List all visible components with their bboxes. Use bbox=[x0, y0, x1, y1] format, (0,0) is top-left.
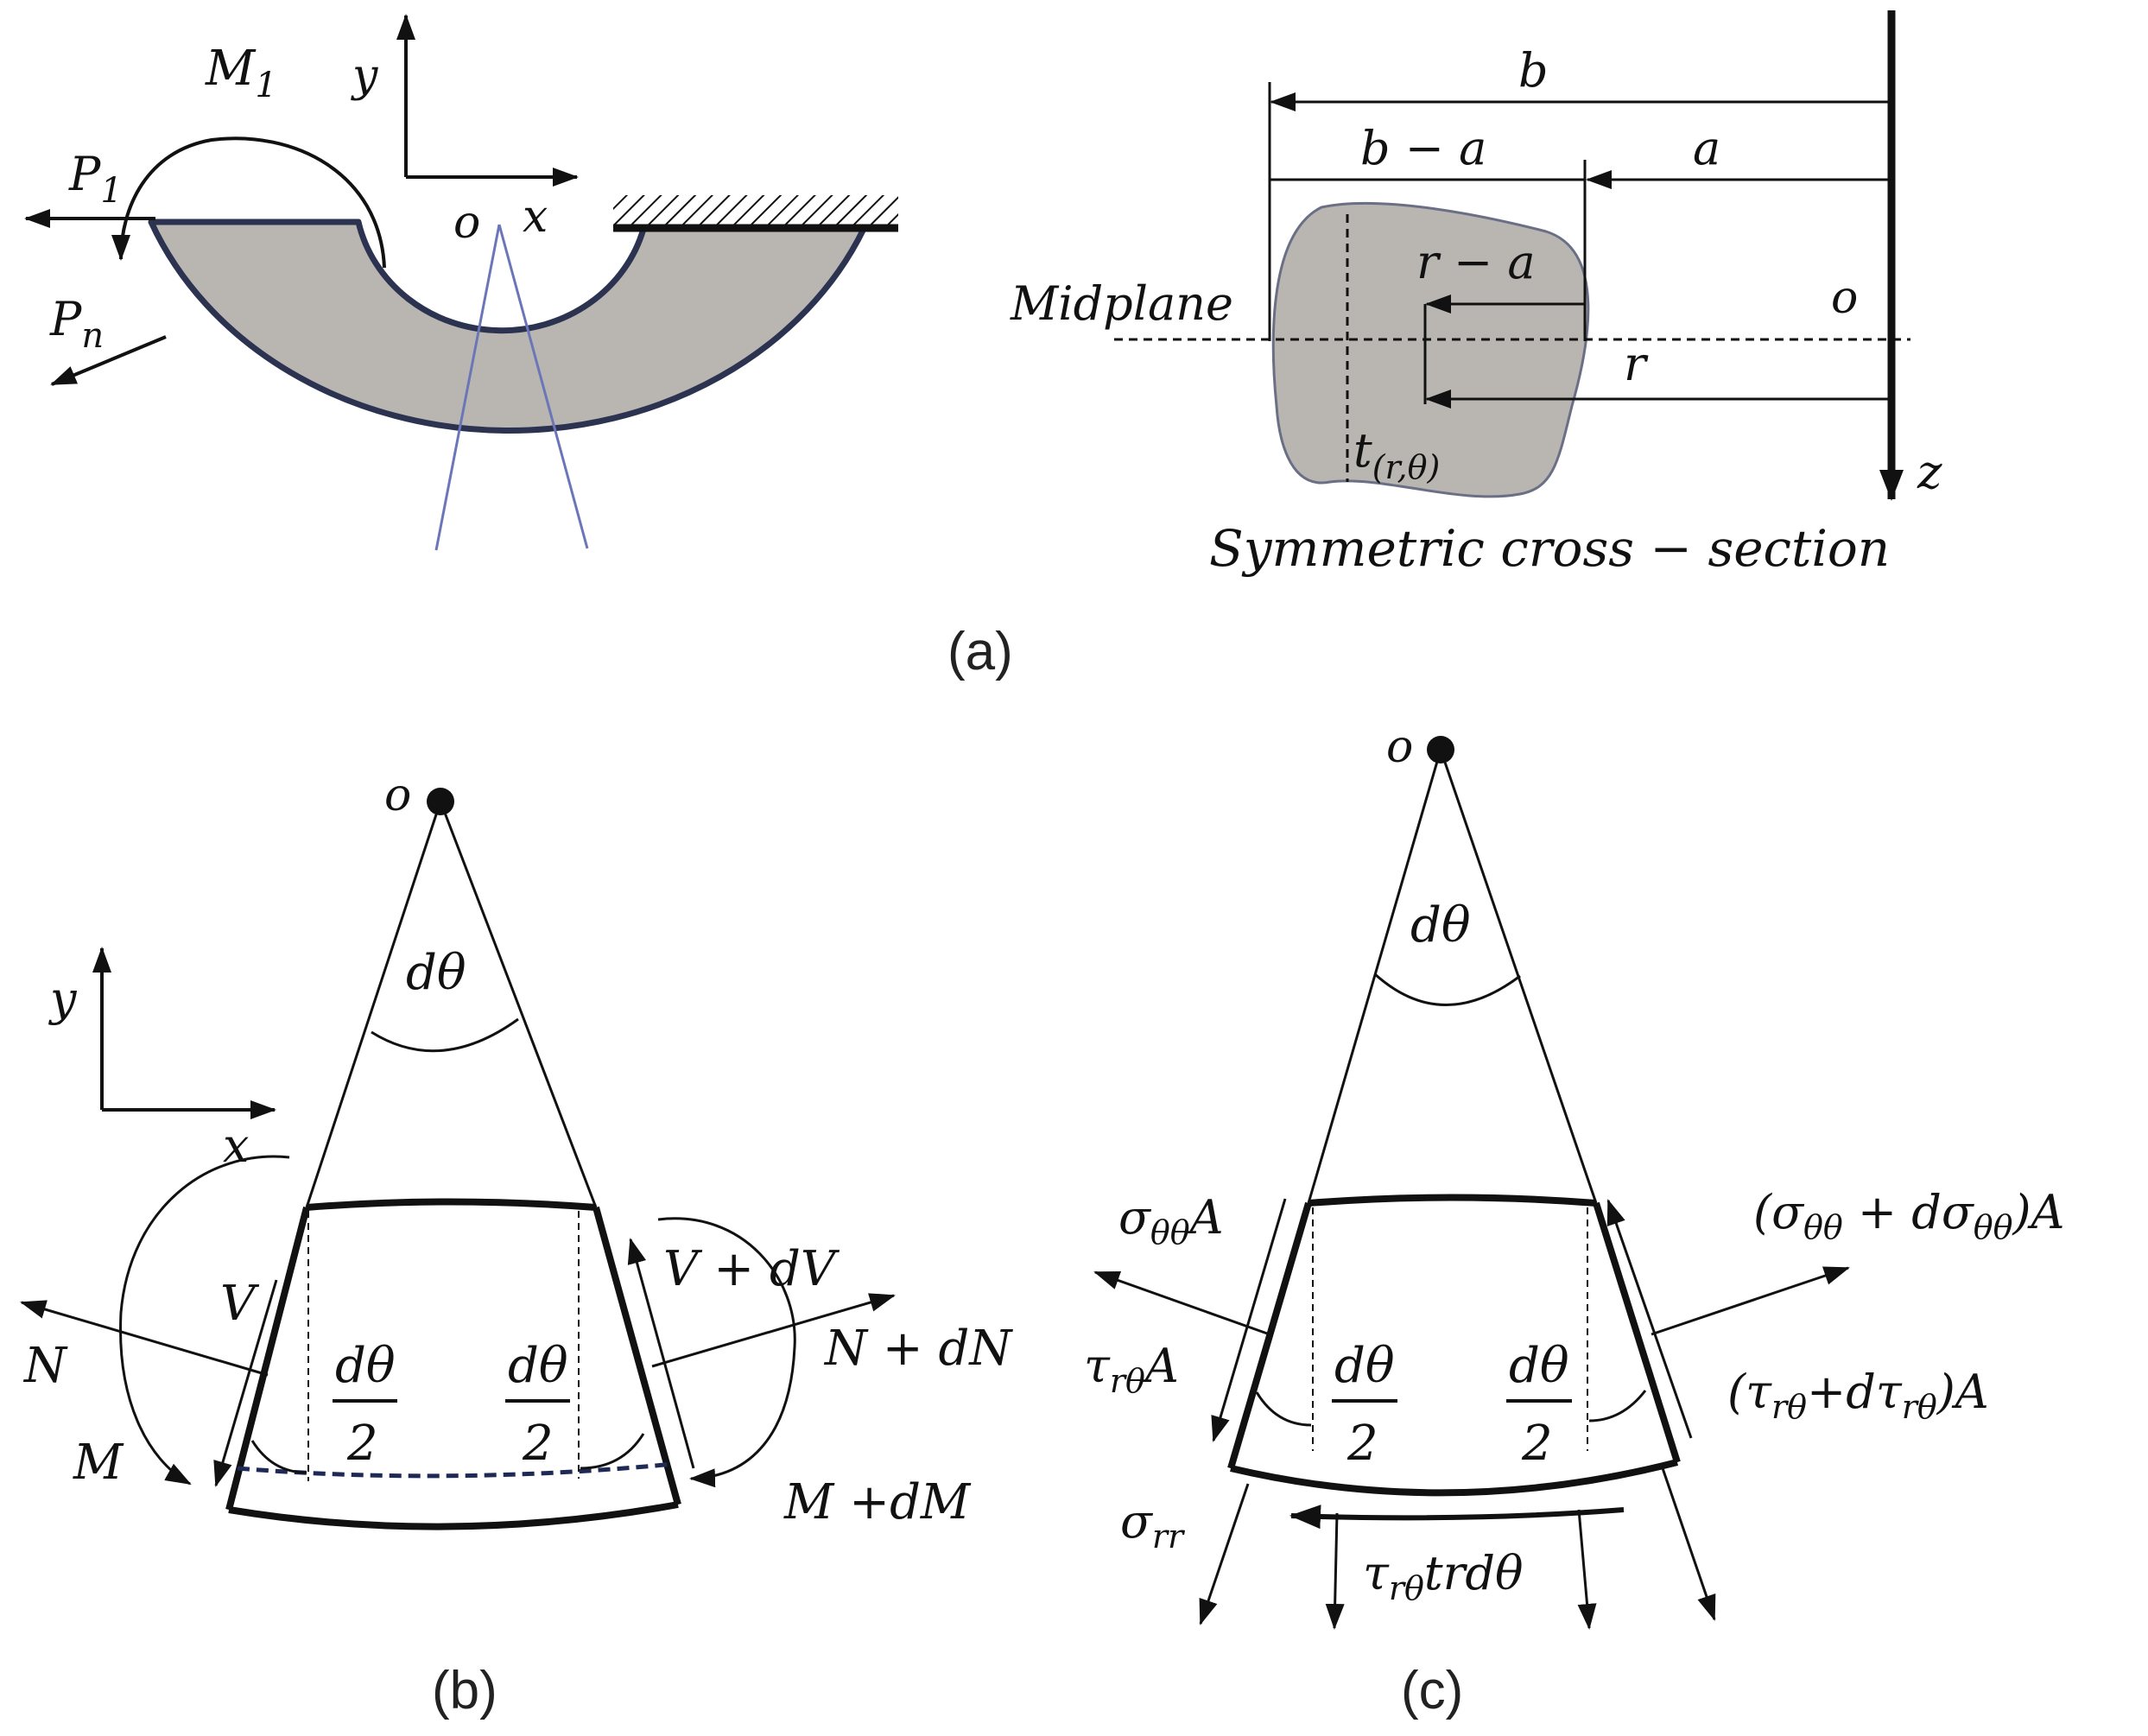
axis-y-label: y bbox=[351, 50, 378, 102]
panel-c-element-bottom bbox=[1230, 1459, 1678, 1497]
origin-label: o bbox=[453, 197, 480, 249]
panel-b-shear-right-label: V + dV bbox=[663, 1241, 840, 1297]
load-pn-label: Pn bbox=[49, 292, 104, 356]
panel-c-sigma-right-arrow bbox=[1651, 1266, 1850, 1336]
panel-b-small-arc-left bbox=[250, 1440, 307, 1474]
panel-b-axis-y-label: y bbox=[48, 972, 78, 1026]
axis-x-label: x bbox=[523, 191, 548, 243]
axis-z-label: z bbox=[1917, 445, 1942, 499]
panel-b-half-num-left: dθ bbox=[335, 1338, 396, 1394]
panel-c-tau-left-label: τrθA bbox=[1084, 1339, 1179, 1400]
panel-c-sigma-rr-arrow-mid bbox=[1325, 1512, 1345, 1630]
panel-c-angle-arc bbox=[1373, 973, 1521, 1006]
wedge-line-right bbox=[497, 224, 589, 549]
panel-b-half-den-left: 2 bbox=[346, 1416, 378, 1472]
panel-b-normal-left-arrow bbox=[20, 1300, 269, 1377]
panel-c-half-den-left: 2 bbox=[1346, 1416, 1378, 1472]
panel-b-normal-left-label: N bbox=[22, 1338, 68, 1394]
panel-c-stress-element: o dθ dθ 2 dθ 2 σθθA τrθA σrr bbox=[1084, 721, 2065, 1630]
wedge-line-left bbox=[434, 224, 501, 551]
moment-m1-arc bbox=[111, 136, 386, 269]
panel-b-element-bottom bbox=[228, 1501, 679, 1530]
panel-a-cross-section: z o b b − a a r − a r Midplane t(r,θ) Sy… bbox=[1010, 10, 1942, 578]
panel-b-small-arc-right bbox=[580, 1433, 645, 1470]
section-caption: Symmetric cross − section bbox=[1209, 519, 1890, 578]
panel-c-origin-label: o bbox=[1386, 721, 1413, 773]
panel-c-half-num-left: dθ bbox=[1334, 1338, 1395, 1394]
panel-c-sigma-left-arrow bbox=[1093, 1270, 1270, 1336]
panel-c-tau-right-arrow bbox=[1606, 1199, 1693, 1439]
panel-c-angle-label: dθ bbox=[1410, 897, 1471, 954]
panel-b-force-element: o dθ dθ 2 dθ 2 y x V N M bbox=[20, 770, 1013, 1530]
dim-b-label: b bbox=[1518, 43, 1549, 98]
panel-c-small-arc-right bbox=[1588, 1390, 1647, 1422]
panel-b-angle-label: dθ bbox=[406, 945, 466, 1001]
dim-r-minus-a-label: r − a bbox=[1416, 235, 1536, 289]
panel-c-element-right-edge bbox=[1593, 1201, 1681, 1464]
dim-b-minus-a-label: b − a bbox=[1360, 121, 1486, 175]
panel-a-caption: (a) bbox=[947, 622, 1013, 681]
panel-b-caption: (b) bbox=[432, 1661, 497, 1720]
panel-b-element-top bbox=[306, 1198, 597, 1211]
panel-b-moment-right-arc bbox=[657, 1217, 796, 1488]
panel-b-angle-arc bbox=[371, 1017, 519, 1053]
dim-r-label: r bbox=[1624, 337, 1649, 391]
panel-b-origin-label: o bbox=[384, 770, 411, 821]
dim-a-label: a bbox=[1693, 121, 1720, 175]
origin-right-label: o bbox=[1831, 272, 1858, 324]
panel-c-ray-left bbox=[1307, 749, 1442, 1204]
panel-b-shear-left-arrow bbox=[213, 1279, 278, 1487]
thickness-label: t(r,θ) bbox=[1353, 423, 1440, 486]
panel-b-moment-left-arc bbox=[119, 1155, 290, 1486]
panel-b-half-den-right: 2 bbox=[522, 1416, 554, 1472]
panel-c-sigma-rr-arrow-left bbox=[1199, 1483, 1250, 1625]
panel-c-small-arc-left bbox=[1255, 1391, 1312, 1427]
panel-a-curved-beam: y x o M1 P1 Pn bbox=[24, 14, 898, 551]
panel-b-moment-right-label: M +dM bbox=[783, 1474, 972, 1530]
panel-c-sigma-rr-arrow-right bbox=[1661, 1467, 1716, 1621]
panel-c-sigma-rr-label: σrr bbox=[1120, 1494, 1186, 1555]
load-p1-label: P1 bbox=[68, 147, 123, 211]
panel-b-ray-right bbox=[439, 801, 598, 1208]
midplane-label: Midplane bbox=[1010, 276, 1233, 331]
curved-beam-body bbox=[148, 219, 867, 434]
panel-b-element-left-edge bbox=[225, 1207, 310, 1511]
panel-c-half-num-right: dθ bbox=[1509, 1338, 1569, 1394]
panel-c-element-left-edge bbox=[1227, 1201, 1312, 1470]
panel-c-sigma-right-label: (σθθ + dσθθ)A bbox=[1753, 1185, 2065, 1246]
moment-m1-label: M1 bbox=[205, 41, 277, 105]
panel-c-tau-bottom-arrow bbox=[1289, 1505, 1625, 1530]
panel-c-tau-right-label: (τrθ+dτrθ)A bbox=[1727, 1365, 1989, 1426]
panel-b-element-right-edge bbox=[592, 1206, 681, 1506]
panel-c-caption: (c) bbox=[1401, 1661, 1463, 1720]
panel-b-half-num-right: dθ bbox=[508, 1338, 568, 1394]
panel-c-half-den-right: 2 bbox=[1521, 1416, 1553, 1472]
panel-b-shear-right-arrow bbox=[627, 1238, 695, 1469]
panel-b-normal-right-arrow bbox=[651, 1293, 896, 1368]
cross-section-shape bbox=[1271, 201, 1590, 498]
panel-c-element-top bbox=[1308, 1194, 1597, 1207]
load-pn-arrow bbox=[50, 335, 167, 386]
panel-b-normal-right-label: N + dN bbox=[823, 1321, 1013, 1377]
panel-c-sigma-left-label: σθθA bbox=[1118, 1190, 1224, 1251]
panel-b-midline-dashed bbox=[237, 1461, 675, 1479]
fixed-support-hatch bbox=[613, 195, 898, 225]
panel-c-tau-bottom-label: τrθtrdθ bbox=[1363, 1546, 1524, 1607]
panel-c-sigma-rr-arrow-midright bbox=[1577, 1509, 1597, 1630]
panel-c-tau-left-arrow bbox=[1211, 1198, 1287, 1442]
panel-b-shear-left-label: V bbox=[220, 1276, 260, 1332]
panel-b-moment-left-label: M bbox=[73, 1435, 124, 1491]
panel-b-ray-left bbox=[305, 801, 442, 1208]
